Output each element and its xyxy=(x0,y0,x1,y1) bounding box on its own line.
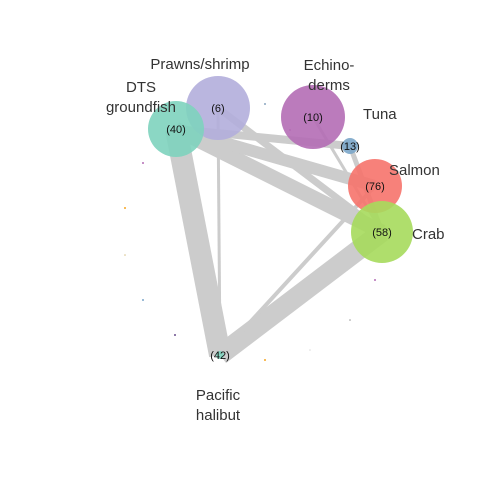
node-label-halibut: halibut xyxy=(196,407,241,424)
node-label-prawns: Prawns/shrimp xyxy=(150,56,249,73)
node-count-halibut: (42) xyxy=(210,350,230,362)
edge-halibut-crab xyxy=(213,224,389,363)
edge-prawns-crab xyxy=(215,105,385,235)
node-echino[interactable] xyxy=(281,85,345,149)
node-count-salmon: (76) xyxy=(365,181,385,193)
node-crab[interactable] xyxy=(351,201,413,263)
edge-halibut-salmon xyxy=(218,184,377,357)
node-dts[interactable] xyxy=(148,101,204,157)
node-label-dts: groundfish xyxy=(106,99,176,116)
node-label-tuna: Tuna xyxy=(363,106,397,123)
node-label-halibut: Pacific xyxy=(196,387,241,404)
nodes-layer: (6) (40) (10) (13) (76) (58) (42) xyxy=(148,76,413,362)
node-salmon[interactable] xyxy=(348,159,402,213)
node-count-echino: (10) xyxy=(303,112,323,124)
node-count-tuna: (13) xyxy=(340,141,360,153)
node-tuna[interactable] xyxy=(342,138,358,154)
node-label-echino: derms xyxy=(308,77,350,94)
node-label-crab: Crab xyxy=(412,226,445,243)
edge-dts-halibut xyxy=(165,126,231,358)
node-label-echino: Echino- xyxy=(304,57,355,74)
node-count-crab: (58) xyxy=(372,227,392,239)
node-count-prawns: (6) xyxy=(211,103,224,115)
node-count-dts: (40) xyxy=(166,124,186,136)
node-halibut[interactable] xyxy=(216,351,224,359)
edge-prawns-halibut xyxy=(216,107,222,356)
node-label-salmon: Salmon xyxy=(389,162,440,179)
node-label-dts: DTS xyxy=(126,79,156,96)
